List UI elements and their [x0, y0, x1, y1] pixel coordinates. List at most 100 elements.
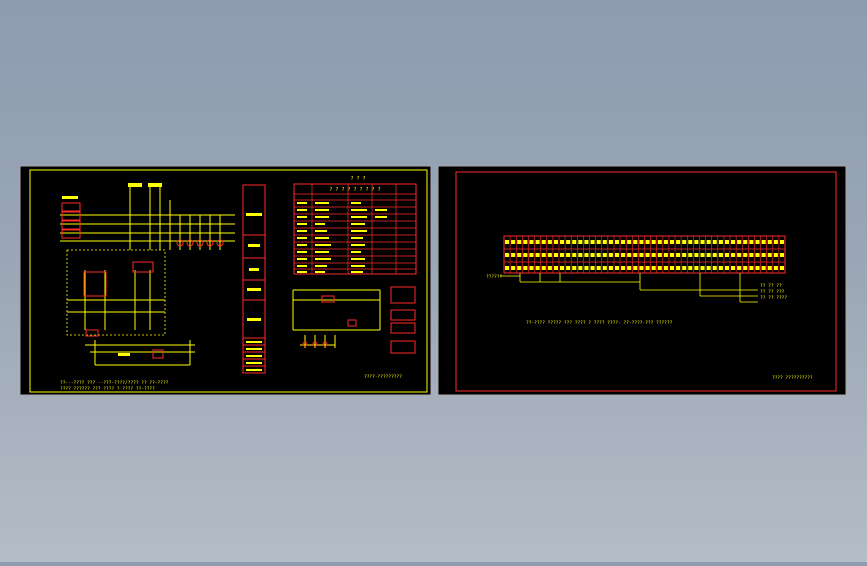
- terminal-mark: [700, 266, 705, 270]
- terminal-mark: [737, 240, 742, 244]
- terminal-mark: [608, 266, 613, 270]
- terminal-mark: [608, 240, 613, 244]
- terminal-mark: [505, 266, 510, 270]
- terminal-mark: [621, 253, 626, 257]
- terminal-mark: [773, 240, 778, 244]
- terminal-mark: [614, 240, 620, 244]
- terminal-mark: [645, 266, 650, 270]
- terminal-mark: [578, 253, 583, 257]
- terminal-mark: [590, 253, 595, 257]
- terminal-mark: [547, 253, 552, 257]
- terminal-mark: [749, 240, 754, 244]
- terminal-mark: [559, 240, 565, 244]
- terminal-mark: [553, 240, 558, 244]
- terminal-mark: [761, 266, 766, 270]
- terminal-mark: [749, 266, 754, 270]
- terminal-mark: [651, 253, 656, 257]
- right-sheet: ?????? ??-???? ????? ??? ???? ? ???? ???…: [437, 165, 847, 396]
- terminal-mark: [541, 253, 546, 257]
- terminal-mark: [682, 253, 687, 257]
- terminal-mark: [529, 253, 534, 257]
- terminal-mark: [718, 266, 723, 270]
- terminal-mark: [706, 266, 711, 270]
- terminal-mark: [779, 266, 784, 270]
- terminal-mark: [676, 266, 681, 270]
- terminal-strip: [503, 235, 786, 274]
- terminal-mark: [749, 253, 754, 257]
- terminal-mark: [517, 266, 522, 270]
- terminal-mark: [633, 240, 638, 244]
- terminal-mark: [651, 240, 656, 244]
- terminal-mark: [669, 253, 675, 257]
- terminal-mark: [743, 240, 748, 244]
- terminal-mark: [517, 253, 522, 257]
- terminal-mark: [517, 240, 522, 244]
- terminal-mark: [663, 240, 668, 244]
- terminal-mark: [505, 253, 510, 257]
- terminal-mark: [596, 266, 601, 270]
- terminal-mark: [535, 253, 540, 257]
- left-bottom-note-2: ???? ?????? ??? ???? ? ???? ??-????: [60, 386, 155, 392]
- terminal-mark: [602, 253, 607, 257]
- terminal-mark: [743, 253, 748, 257]
- terminal-mark: [627, 240, 632, 244]
- terminal-mark: [688, 253, 693, 257]
- terminal-mark: [578, 266, 583, 270]
- terminal-mark: [761, 240, 766, 244]
- left-schematic: [60, 185, 235, 366]
- table-column-marks: ? ? ? ? ? ? ? ? ?: [329, 187, 380, 193]
- left-bottom-note-1: ??··-???? ??? ·-???-????/???? ?? ??-????: [60, 380, 169, 386]
- terminal-mark: [639, 253, 644, 257]
- terminal-mark: [731, 266, 736, 270]
- terminal-mark: [596, 253, 601, 257]
- terminal-mark: [737, 253, 742, 257]
- terminal-mark: [547, 266, 552, 270]
- terminal-mark: [590, 266, 595, 270]
- left-sheet-border: [29, 169, 428, 393]
- terminal-mark: [755, 253, 760, 257]
- left-schematic-small-labels: [62, 183, 162, 356]
- terminal-mark: [700, 240, 705, 244]
- terminal-mark: [627, 266, 632, 270]
- terminal-mark: [779, 240, 784, 244]
- terminal-mark: [712, 240, 717, 244]
- terminal-mark: [523, 266, 528, 270]
- terminal-mark: [614, 266, 620, 270]
- terminal-mark: [639, 240, 644, 244]
- terminal-mark: [761, 253, 766, 257]
- terminal-mark: [566, 240, 571, 244]
- terminal-mark: [706, 240, 711, 244]
- terminal-mark: [767, 266, 772, 270]
- terminal-mark: [541, 240, 546, 244]
- terminal-mark: [572, 240, 577, 244]
- terminal-mark: [694, 240, 699, 244]
- terminal-mark: [688, 240, 693, 244]
- right-note: ??-???? ????? ??? ???? ? ???? ????· ??-?…: [526, 320, 673, 326]
- terminal-mark: [602, 240, 607, 244]
- right-legend-3: ?? ?? ????: [760, 295, 787, 301]
- terminal-mark: [767, 253, 772, 257]
- terminal-mark: [718, 240, 723, 244]
- terminal-wires: [500, 273, 758, 303]
- right-sheet-border: [455, 171, 837, 392]
- left-schematic-red-parts: [61, 202, 224, 359]
- terminal-mark: [553, 253, 558, 257]
- terminal-mark: [731, 253, 736, 257]
- terminal-mark: [553, 266, 558, 270]
- right-title-block: ???? ??????????: [772, 375, 813, 381]
- terminal-mark: [755, 266, 760, 270]
- terminal-mark: [718, 253, 723, 257]
- right-legend-2: ?? ?? ???: [760, 289, 785, 295]
- left-title-block: ????·?????????: [364, 374, 402, 380]
- left-sheet-background: [19, 165, 432, 396]
- terminal-mark: [712, 253, 717, 257]
- terminal-mark: [505, 240, 510, 244]
- terminal-mark: [737, 266, 742, 270]
- terminal-mark: [529, 266, 534, 270]
- terminal-mark: [682, 266, 687, 270]
- terminal-mark: [694, 253, 699, 257]
- terminal-mark: [529, 240, 534, 244]
- terminal-mark: [547, 240, 552, 244]
- right-sheet-background: [437, 165, 847, 396]
